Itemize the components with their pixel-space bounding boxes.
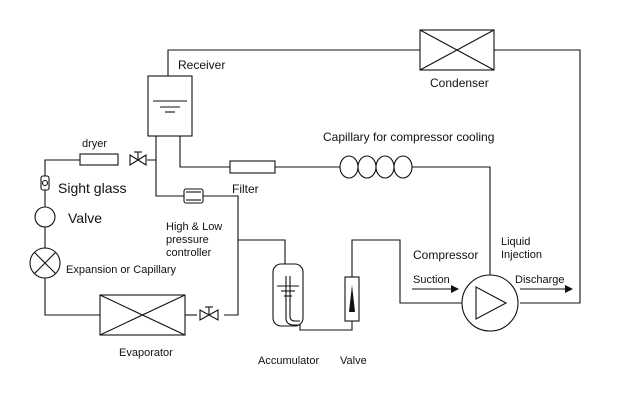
piping [44, 49, 581, 331]
pressure-controller [183, 188, 204, 204]
expansion-valve [29, 247, 61, 279]
suction-label: Suction [413, 274, 450, 286]
compressor [461, 274, 519, 332]
receiver-label: Receiver [178, 58, 225, 72]
capillary-cooling-label: Capillary for compressor cooling [323, 130, 494, 144]
evaporator-label: Evaporator [119, 347, 173, 359]
hand-valve-bottom [199, 306, 219, 321]
controller-label-line2: pressure [166, 234, 209, 246]
condenser [419, 29, 495, 71]
dryer-label: dryer [82, 138, 107, 150]
controller-label-line1: High & Low [166, 221, 222, 233]
condenser-label: Condenser [430, 76, 489, 90]
controller-label-line3: controller [166, 247, 212, 259]
receiver-tank [147, 75, 193, 137]
compressor-label: Compressor [413, 248, 478, 262]
filter-label: Filter [232, 182, 259, 196]
valve-left [34, 206, 56, 228]
liquid-injection-label-line1: Liquid [501, 236, 530, 248]
valve-bottom [344, 276, 360, 322]
sight-glass-label: Sight glass [58, 180, 126, 196]
accumulator [272, 263, 304, 327]
hand-valve-top [129, 151, 147, 166]
dryer [79, 153, 119, 166]
valve-left-label: Valve [68, 210, 102, 226]
filter [229, 160, 276, 174]
discharge-label: Discharge [515, 274, 565, 286]
capillary-coil [339, 155, 413, 179]
accumulator-label: Accumulator [258, 355, 319, 367]
valve-bottom-label: Valve [340, 355, 367, 367]
liquid-injection-label-line2: Injection [501, 249, 542, 261]
evaporator [99, 294, 186, 336]
sight-glass [40, 175, 50, 191]
expansion-label: Expansion or Capillary [66, 264, 177, 276]
